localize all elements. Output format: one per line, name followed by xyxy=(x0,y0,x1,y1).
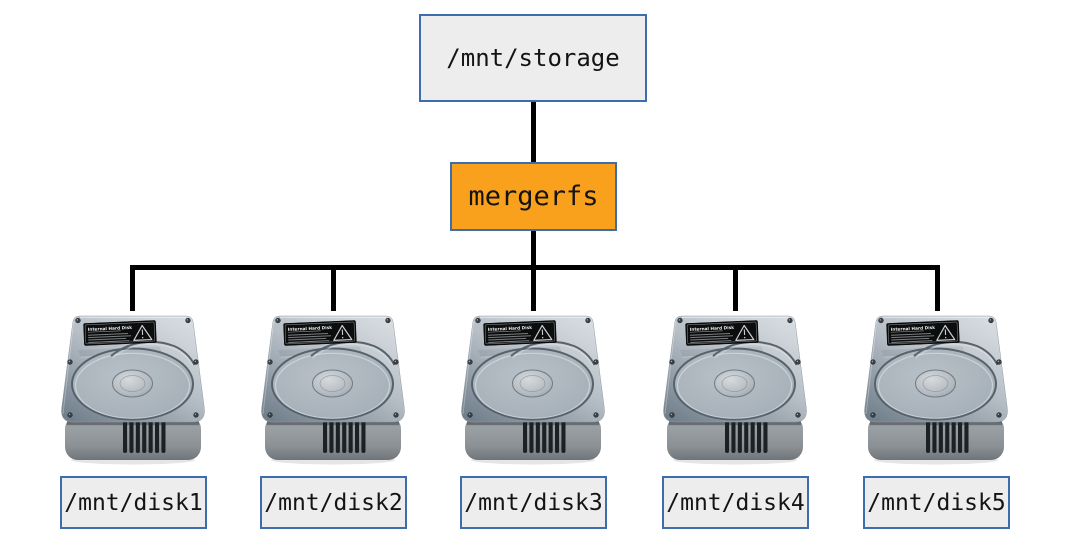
disk1-mount-label-text: /mnt/disk1 xyxy=(64,489,203,516)
hard-disk-icon xyxy=(453,310,613,466)
node-mergerfs-label: mergerfs xyxy=(468,181,599,212)
disk4-mount-label-text: /mnt/disk4 xyxy=(666,489,805,516)
disk1-mount-label: /mnt/disk1 xyxy=(60,476,207,529)
disk4-mount-label: /mnt/disk4 xyxy=(662,476,809,529)
hard-disk-icon xyxy=(53,310,213,466)
disk3-mount-label-text: /mnt/disk3 xyxy=(464,489,603,516)
connector-bus-disk2 xyxy=(331,270,336,311)
connector-mergerfs-to-bus xyxy=(531,231,536,270)
connector-bus-disk3 xyxy=(531,270,536,311)
disk3-mount-label: /mnt/disk3 xyxy=(460,476,607,529)
connector-bus-disk5 xyxy=(935,270,940,311)
disk5-mount-label-text: /mnt/disk5 xyxy=(867,489,1006,516)
disk2-mount-label: /mnt/disk2 xyxy=(260,476,407,529)
node-mnt-storage: /mnt/storage xyxy=(419,14,647,102)
connector-storage-to-mergerfs xyxy=(531,102,536,162)
hard-disk-icon xyxy=(253,310,413,466)
bus-line xyxy=(130,265,940,270)
connector-bus-disk4 xyxy=(733,270,738,311)
connector-bus-disk1 xyxy=(130,270,135,311)
disk5-mount-label: /mnt/disk5 xyxy=(863,476,1010,529)
hard-disk-icon xyxy=(856,310,1016,466)
node-mergerfs: mergerfs xyxy=(450,162,617,231)
node-mnt-storage-label: /mnt/storage xyxy=(446,44,620,72)
disk2-mount-label-text: /mnt/disk2 xyxy=(264,489,403,516)
hard-disk-icon xyxy=(655,310,815,466)
